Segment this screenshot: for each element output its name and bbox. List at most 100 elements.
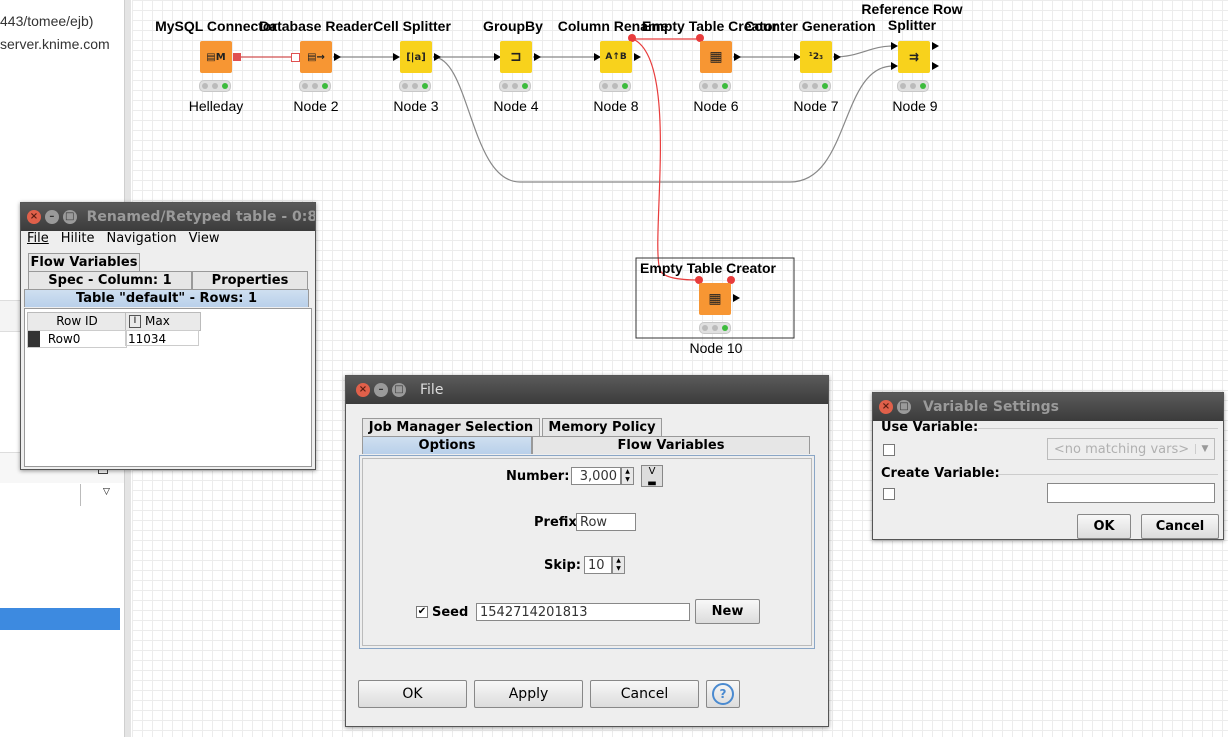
variable-select-value: <no matching vars> xyxy=(1053,441,1190,457)
flow-var-port-icon xyxy=(727,276,735,284)
tab-table[interactable]: Table "default" - Rows: 1 xyxy=(24,289,309,307)
row-splitter-icon[interactable]: ⇉ xyxy=(898,41,930,73)
node-title: GroupBy xyxy=(483,18,543,34)
tab-spec[interactable]: Spec - Column: 1 xyxy=(28,271,192,289)
minimize-icon[interactable]: – xyxy=(44,210,59,224)
in-port-icon[interactable] xyxy=(891,42,898,50)
node-label[interactable]: Node 9 xyxy=(892,98,938,114)
number-spinner[interactable]: ▲▼ xyxy=(621,467,634,485)
number-label: Number: xyxy=(506,469,570,484)
integer-type-icon: I xyxy=(129,315,141,328)
table-creator-icon[interactable]: ▦ xyxy=(700,41,732,73)
ok-button[interactable]: OK xyxy=(1077,514,1131,539)
groupby-icon[interactable]: ⊐ xyxy=(500,41,532,73)
number-field[interactable]: 3,000 xyxy=(571,467,621,485)
database-reader-icon[interactable]: ▤→ xyxy=(300,41,332,73)
menu-navigation[interactable]: Navigation xyxy=(106,231,177,246)
close-icon[interactable]: × xyxy=(879,400,893,414)
table-row[interactable]: Row0 xyxy=(27,330,127,348)
in-port-icon[interactable] xyxy=(494,53,501,61)
menu-view[interactable]: View xyxy=(188,231,220,246)
counter-icon[interactable]: ¹2₃ xyxy=(800,41,832,73)
table-window-titlebar[interactable]: × – □ Renamed/Retyped table - 0:8 xyxy=(21,203,315,231)
node-selection-box xyxy=(635,257,795,339)
max-cell[interactable]: 11034 xyxy=(125,330,199,346)
tab-flow-variables[interactable]: Flow Variables xyxy=(532,436,810,454)
file-dialog-titlebar[interactable]: × – □ File xyxy=(346,376,828,404)
table-window: × – □ Renamed/Retyped table - 0:8 File H… xyxy=(20,202,316,470)
flow-var-port-icon xyxy=(696,34,704,42)
node-label[interactable]: Node 7 xyxy=(793,98,839,114)
out-port-icon[interactable] xyxy=(334,53,341,61)
close-icon[interactable]: × xyxy=(27,210,41,224)
tab-properties[interactable]: Properties xyxy=(192,271,308,289)
out-port-icon[interactable] xyxy=(734,53,741,61)
node-label[interactable]: Node 4 xyxy=(493,98,539,114)
maximize-icon[interactable]: □ xyxy=(392,383,406,397)
ok-button[interactable]: OK xyxy=(358,680,467,708)
minimize-icon[interactable]: – xyxy=(374,383,388,397)
prefix-field[interactable]: Row xyxy=(576,513,636,531)
menu-hilite[interactable]: Hilite xyxy=(60,231,95,246)
server-url-line1: 443/tomee/ejb) xyxy=(0,13,94,29)
seed-checkbox[interactable]: ✔ xyxy=(416,606,428,618)
out-port-icon[interactable] xyxy=(834,53,841,61)
use-variable-label: Use Variable: xyxy=(881,420,979,435)
db-port-icon[interactable] xyxy=(233,53,241,61)
tab-job-manager[interactable]: Job Manager Selection xyxy=(362,418,540,436)
out-port-icon[interactable] xyxy=(733,294,740,302)
node-status xyxy=(299,80,331,92)
database-connector-icon[interactable]: ▤M xyxy=(200,41,232,73)
use-variable-checkbox[interactable] xyxy=(883,444,895,456)
tab-flow-variables[interactable]: Flow Variables xyxy=(28,253,140,271)
out-port-icon[interactable] xyxy=(634,53,641,61)
node-label[interactable]: Node 8 xyxy=(593,98,639,114)
help-button[interactable]: ? xyxy=(706,680,740,708)
create-variable-checkbox[interactable] xyxy=(883,488,895,500)
cancel-button[interactable]: Cancel xyxy=(1141,514,1219,539)
variable-dialog-titlebar[interactable]: × □ Variable Settings xyxy=(873,393,1223,421)
flow-variable-button-icon[interactable]: V▬ xyxy=(641,465,663,489)
out-port-icon[interactable] xyxy=(434,53,441,61)
in-port-icon[interactable] xyxy=(794,53,801,61)
cell-splitter-icon[interactable]: [|a] xyxy=(400,41,432,73)
dropdown-arrow-icon[interactable]: ▽ xyxy=(103,487,110,497)
tab-options[interactable]: Options xyxy=(362,436,532,454)
separator xyxy=(978,428,1218,429)
apply-button[interactable]: Apply xyxy=(474,680,583,708)
column-header-rowid[interactable]: Row ID xyxy=(27,312,127,331)
in-port-icon[interactable] xyxy=(393,53,400,61)
selected-item-highlight[interactable] xyxy=(0,608,120,630)
new-seed-button[interactable]: New xyxy=(695,599,760,624)
node-label[interactable]: Node 3 xyxy=(393,98,439,114)
seed-label: Seed xyxy=(432,605,469,620)
node-status xyxy=(799,80,831,92)
skip-field[interactable]: 10 xyxy=(584,556,612,574)
menu-file[interactable]: File xyxy=(27,231,49,246)
node-label[interactable]: Helleday xyxy=(188,98,244,114)
in-port-icon[interactable] xyxy=(594,53,601,61)
out-port-icon[interactable] xyxy=(932,62,939,70)
column-rename-icon[interactable]: A↑B xyxy=(600,41,632,73)
in-port-icon[interactable] xyxy=(891,62,898,70)
tab-memory-policy[interactable]: Memory Policy xyxy=(542,418,662,436)
maximize-icon[interactable]: □ xyxy=(62,210,77,224)
cancel-button[interactable]: Cancel xyxy=(590,680,699,708)
node-label[interactable]: Node 10 xyxy=(689,340,743,356)
create-variable-field[interactable] xyxy=(1047,483,1215,503)
variable-select[interactable]: <no matching vars> ▼ xyxy=(1047,438,1215,460)
db-in-port-icon[interactable] xyxy=(291,53,300,62)
out-port-icon[interactable] xyxy=(932,42,939,50)
node-label[interactable]: Node 6 xyxy=(693,98,739,114)
connection-line xyxy=(832,45,894,58)
seed-field[interactable]: 1542714201813 xyxy=(476,603,690,621)
table-creator-icon[interactable]: ▦ xyxy=(699,283,731,315)
out-port-icon[interactable] xyxy=(534,53,541,61)
skip-spinner[interactable]: ▲▼ xyxy=(612,556,625,574)
create-variable-label: Create Variable: xyxy=(881,466,1000,481)
maximize-icon[interactable]: □ xyxy=(897,400,911,414)
close-icon[interactable]: × xyxy=(356,383,370,397)
chevron-down-icon: ▼ xyxy=(1195,444,1214,454)
node-label[interactable]: Node 2 xyxy=(293,98,339,114)
